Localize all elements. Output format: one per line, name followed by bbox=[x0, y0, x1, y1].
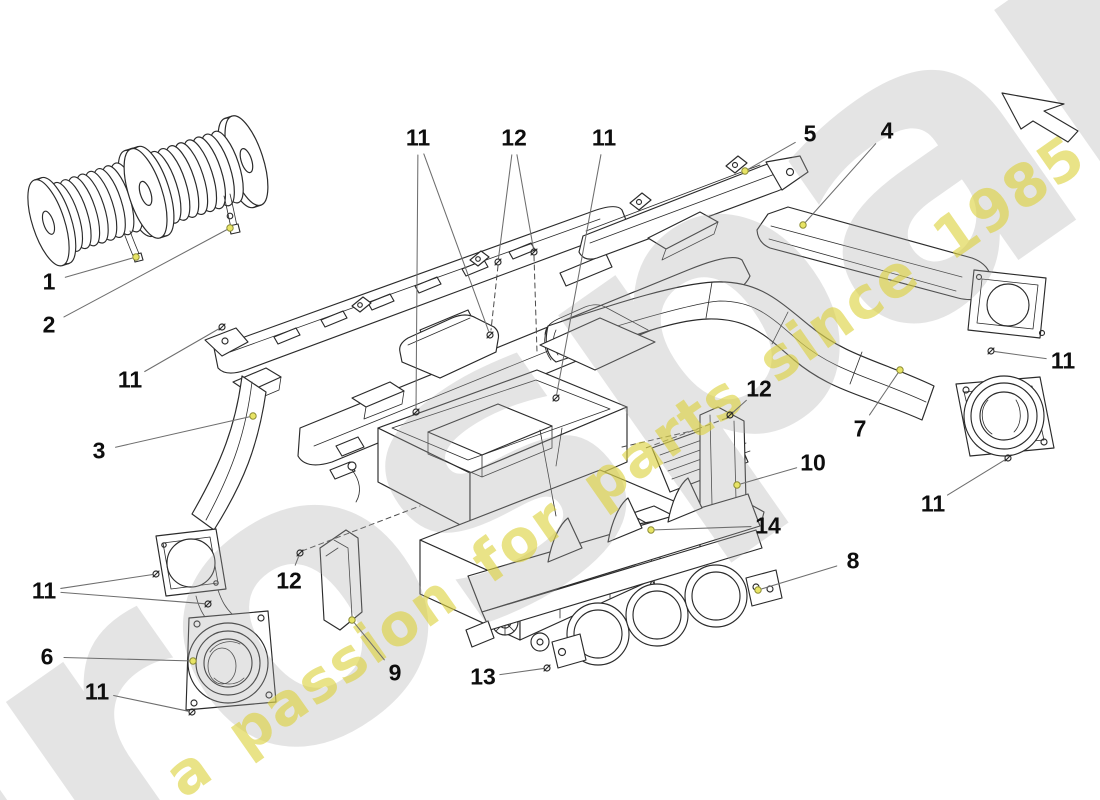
leader-line-5 bbox=[747, 141, 796, 170]
part-callout-3[interactable]: 3 bbox=[92, 437, 106, 464]
screw-markers bbox=[152, 248, 1012, 716]
leader-line-11 bbox=[423, 153, 490, 332]
part-callout-6[interactable]: 6 bbox=[40, 643, 54, 670]
part-callout-11[interactable]: 11 bbox=[31, 577, 57, 604]
direction-arrow-icon bbox=[1001, 92, 1079, 143]
part-callout-11[interactable]: 11 bbox=[117, 366, 143, 393]
assembly-dashed-lines bbox=[301, 255, 728, 552]
part-callout-11[interactable]: 11 bbox=[1050, 347, 1076, 374]
leader-line-14 bbox=[654, 526, 752, 531]
leader-line-4 bbox=[805, 143, 877, 223]
part-callout-11[interactable]: 11 bbox=[920, 490, 946, 517]
leader-line-12 bbox=[732, 399, 747, 413]
part-callout-10[interactable]: 10 bbox=[800, 449, 826, 476]
leader-line-9 bbox=[353, 622, 385, 661]
side-duct-3 bbox=[155, 375, 277, 711]
callout-leader-lines bbox=[60, 141, 1047, 712]
part-callout-12[interactable]: 12 bbox=[746, 375, 772, 402]
air-intake-8 bbox=[465, 477, 783, 669]
defroster-duct-5 bbox=[578, 155, 809, 261]
part-callout-8[interactable]: 8 bbox=[846, 547, 860, 574]
heater-hose-coil-1 bbox=[27, 147, 167, 267]
part-callout-9[interactable]: 9 bbox=[388, 659, 402, 686]
side-duct-4 bbox=[756, 206, 1047, 339]
part-callout-12[interactable]: 12 bbox=[501, 124, 527, 151]
part-callout-7[interactable]: 7 bbox=[853, 415, 867, 442]
part-callout-2[interactable]: 2 bbox=[42, 311, 56, 338]
part-callout-5[interactable]: 5 bbox=[803, 120, 817, 147]
leader-line-11 bbox=[60, 574, 153, 589]
part-callout-14[interactable]: 14 bbox=[755, 512, 781, 539]
leader-line-8 bbox=[761, 565, 838, 590]
part-callout-11[interactable]: 11 bbox=[405, 124, 431, 151]
leader-line-12 bbox=[294, 556, 300, 566]
leader-line-11 bbox=[144, 328, 220, 373]
leader-line-7 bbox=[869, 372, 899, 416]
part-callout-11[interactable]: 11 bbox=[591, 124, 617, 151]
part-callout-11[interactable]: 11 bbox=[84, 678, 110, 705]
leader-line-11 bbox=[946, 459, 1006, 496]
leader-line-3 bbox=[115, 416, 250, 448]
leader-line-10 bbox=[740, 467, 798, 485]
leader-line-13 bbox=[499, 668, 544, 676]
part-callout-1[interactable]: 1 bbox=[42, 268, 56, 295]
heater-hose-coil-2 bbox=[123, 115, 269, 239]
demister-grille-duct bbox=[204, 206, 627, 374]
leader-line-11 bbox=[556, 154, 602, 395]
part-callout-12[interactable]: 12 bbox=[276, 567, 302, 594]
leader-line-11 bbox=[415, 154, 419, 409]
bracket-9 bbox=[319, 529, 363, 631]
leader-line-11 bbox=[113, 694, 189, 712]
leader-line-12 bbox=[516, 154, 534, 249]
leader-line-11 bbox=[60, 591, 205, 605]
leader-line-11 bbox=[994, 351, 1047, 360]
leader-line-2 bbox=[63, 229, 227, 318]
part-callout-13[interactable]: 13 bbox=[470, 663, 496, 690]
part-point-markers bbox=[132, 167, 904, 665]
leader-line-12 bbox=[497, 154, 513, 259]
leader-line-6 bbox=[63, 656, 190, 662]
part-callout-4[interactable]: 4 bbox=[880, 117, 894, 144]
leader-line-1 bbox=[64, 257, 133, 278]
